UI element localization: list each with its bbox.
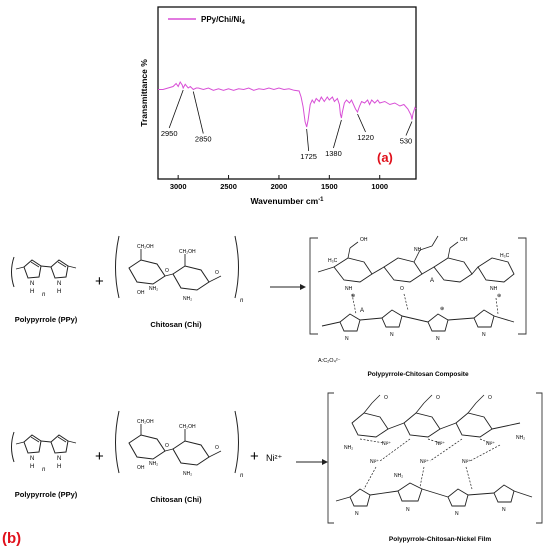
anion-a-1: A — [360, 308, 364, 314]
svg-text:OH: OH — [360, 237, 368, 243]
panel-label-a: (a) — [377, 150, 393, 165]
svg-text:NH₂: NH₂ — [516, 435, 525, 441]
x-axis-label: Wavenumber cm-1 — [250, 196, 324, 206]
ni-atom-1: Ni²⁺ — [382, 441, 391, 447]
peak-annotations: 2950 2850 1725 1380 1220 530 — [161, 89, 413, 161]
nickel-film-structure: O O O Ni²⁺ Ni²⁺ Ni²⁺ Ni²⁺ Ni²⁺ Ni²⁺ NH₂ … — [327, 392, 543, 524]
ftir-chart: 3000 2500 2000 1500 1000 2950 2850 1725 1380 122… — [139, 6, 417, 206]
plus-sign-2: + — [95, 448, 104, 465]
svg-text:NH: NH — [490, 286, 498, 292]
svg-text:N: N — [406, 507, 410, 513]
peak-label: 1380 — [325, 149, 342, 158]
svg-text:O: O — [400, 286, 404, 292]
ni-atom-4: Ni²⁺ — [370, 459, 379, 465]
peak-pointer — [405, 121, 413, 136]
series-layer — [158, 80, 417, 128]
ppy-b-n-label-2: N — [57, 456, 61, 462]
svg-text:NH₂: NH₂ — [344, 445, 353, 451]
reaction-arrow-1-head — [300, 284, 306, 290]
y-axis-label: Transmittance % — [139, 59, 149, 127]
ni-atom-3: Ni²⁺ — [486, 441, 495, 447]
svg-text:H₃C: H₃C — [500, 253, 510, 259]
svg-text:O: O — [436, 395, 440, 401]
ppy-b-h-label-2: H — [57, 464, 61, 470]
legend-label: PPy/Chi/Ni4 — [201, 15, 245, 26]
ppy-h-label: H — [30, 289, 34, 295]
svg-text:H₃C: H₃C — [328, 258, 338, 264]
peak-label: 530 — [400, 137, 413, 146]
peak-label: 1220 — [357, 133, 374, 142]
peak-pointer — [333, 119, 342, 149]
svg-text:N: N — [502, 507, 506, 513]
x-tick-label: 2500 — [220, 182, 237, 191]
composite-structure: OH OH NH H₃C H₃C NH ⊕ O NH ⊕ A A N N N N… — [309, 235, 527, 342]
plot-frame — [157, 6, 417, 180]
x-axis-ticks: 3000 2500 2000 1500 1000 — [170, 175, 388, 191]
nickel-film-label: Polypyrrole-Chitosan-Nickel Film — [389, 536, 491, 543]
series-line-ppy-chi-ni4 — [158, 80, 417, 128]
composite-label: Polypyrrole-Chitosan Composite — [367, 371, 469, 378]
ppy-b-h-label: H — [30, 464, 34, 470]
x-tick-label: 2000 — [271, 182, 288, 191]
peak-pointer — [357, 113, 366, 133]
peak-pointer — [192, 91, 204, 134]
ni-atom-6: Ni²⁺ — [462, 459, 471, 465]
peak-label: 1725 — [300, 152, 317, 161]
ppy-b-n-label: N — [30, 456, 34, 462]
ppy-b-label: Polypyrrole (PPy) — [15, 490, 78, 499]
ppy-h-label-2: H — [57, 289, 61, 295]
peak-label: 2950 — [161, 129, 178, 138]
x-tick-label: 3000 — [170, 182, 187, 191]
ppy-subscript-n: n — [42, 292, 46, 298]
svg-text:N: N — [390, 332, 394, 338]
peak-pointer — [306, 128, 310, 152]
nickel-ion: Ni²⁺ — [266, 453, 282, 463]
scheme-ppy-chitosan: CH₂OH CH₂OH OH NH₂ NH₂ O O N N H H n + n… — [11, 235, 527, 378]
ppy-n-label: N — [30, 281, 34, 287]
svg-text:⊕: ⊕ — [351, 293, 355, 299]
peak-pointer — [168, 89, 184, 129]
svg-text:O: O — [384, 395, 388, 401]
ppy-n-label-2: N — [57, 281, 61, 287]
svg-text:N: N — [455, 511, 459, 517]
x-tick-label: 1000 — [371, 182, 388, 191]
reaction-arrow-2-head — [322, 459, 328, 465]
plus-sign-1: + — [95, 273, 104, 290]
anion-label: A:C₂O₄²⁻ — [318, 358, 341, 364]
scheme-ppy-chitosan-nickel: CH₂OH CH₂OH OH NH₂ NH₂ O O N N H H n + n… — [2, 392, 543, 547]
anion-a-2: A — [430, 278, 434, 284]
ni-atom-2: Ni²⁺ — [436, 441, 445, 447]
svg-text:N: N — [355, 511, 359, 517]
svg-text:O: O — [488, 395, 492, 401]
ppy-label: Polypyrrole (PPy) — [15, 315, 78, 324]
svg-text:NH₂: NH₂ — [394, 473, 403, 479]
svg-text:⊕: ⊕ — [440, 306, 444, 312]
svg-text:OH: OH — [460, 237, 468, 243]
chitosan-b-label: Chitosan (Chi) — [150, 495, 202, 504]
svg-text:N: N — [436, 336, 440, 342]
svg-text:N: N — [482, 332, 486, 338]
chitosan-b-subscript-n: n — [240, 473, 244, 479]
x-tick-label: 1500 — [321, 182, 338, 191]
svg-text:⊕: ⊕ — [497, 293, 501, 299]
svg-text:N: N — [345, 336, 349, 342]
svg-text:NH: NH — [414, 247, 422, 253]
chitosan-label: Chitosan (Chi) — [150, 320, 202, 329]
svg-text:NH: NH — [345, 286, 353, 292]
ppy-b-subscript-n: n — [42, 467, 46, 473]
peak-label: 2850 — [195, 135, 212, 144]
panel-label-b: (b) — [2, 530, 21, 547]
chitosan-subscript-n: n — [240, 298, 244, 304]
plus-sign-3: + — [250, 448, 259, 465]
ni-atom-5: Ni²⁺ — [420, 459, 429, 465]
